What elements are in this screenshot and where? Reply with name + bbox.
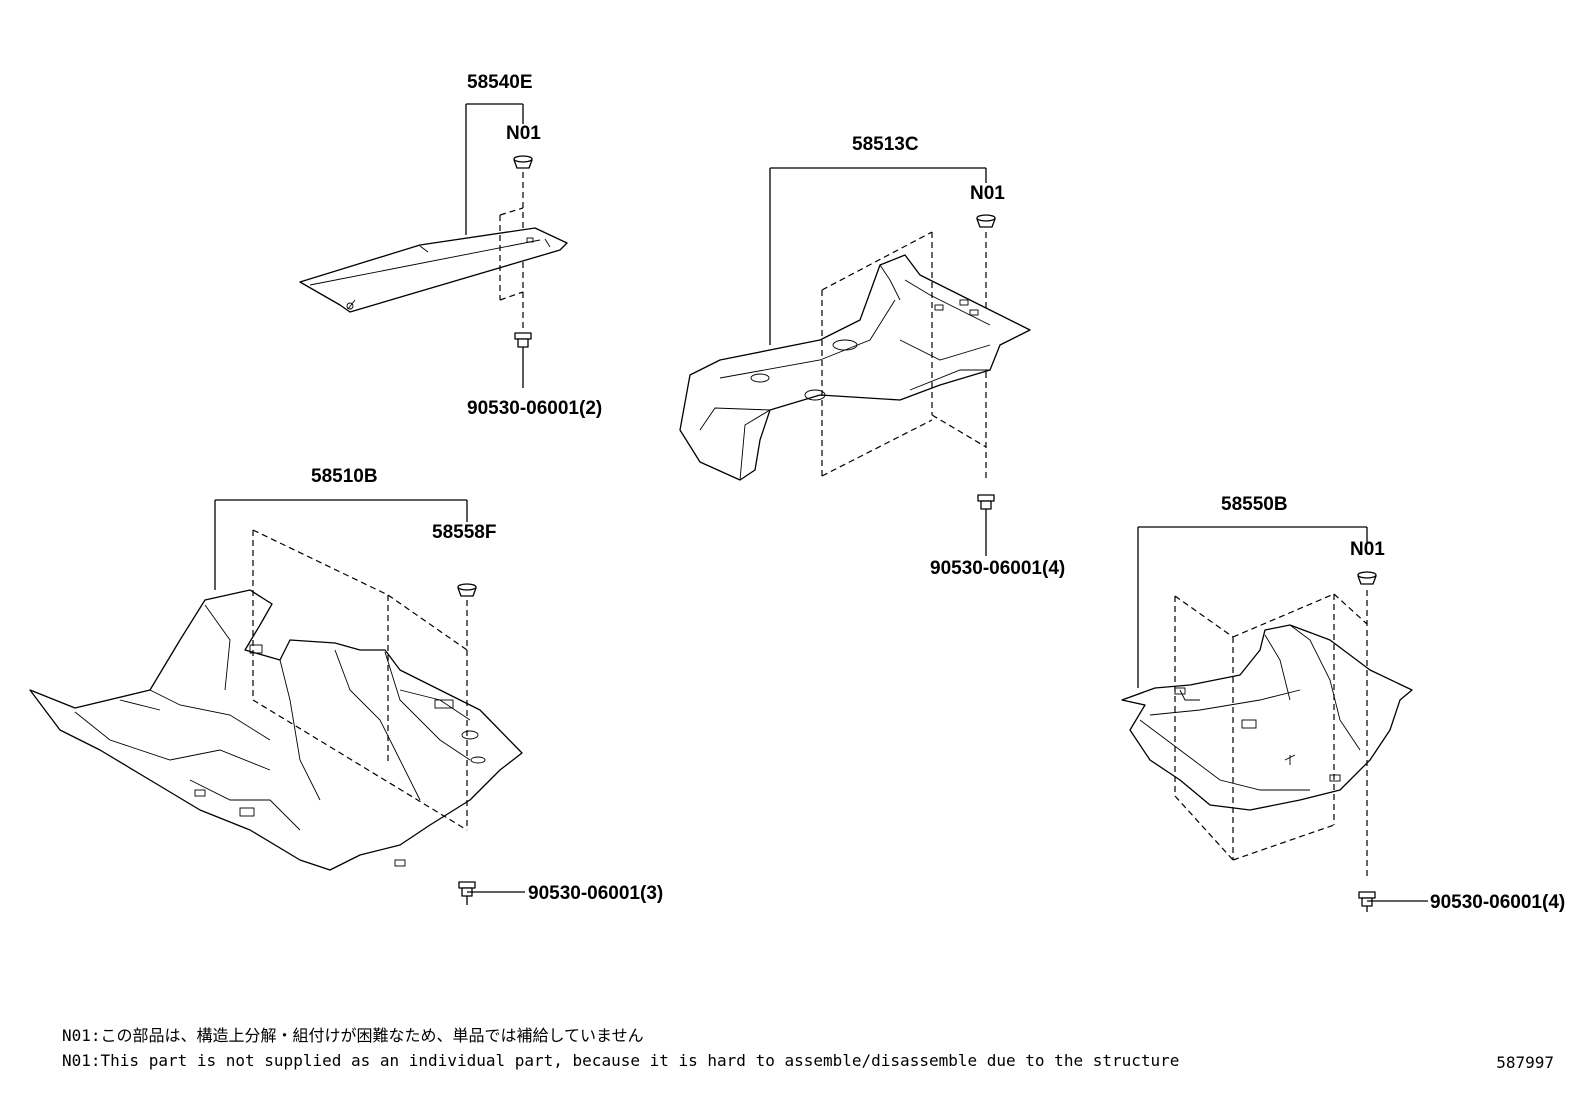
label-n01-a[interactable]: N01 bbox=[506, 123, 541, 144]
group-58550b: 58550B N01 90530-06001(4) bbox=[1121, 494, 1565, 913]
catalog-number: 587997 bbox=[1496, 1053, 1554, 1072]
group-58510b: 58510B 58558F 90530-06001(3) bbox=[29, 466, 663, 905]
bolt-icon bbox=[1358, 891, 1428, 912]
label-58510b[interactable]: 58510B bbox=[311, 466, 378, 487]
bolt-icon bbox=[977, 494, 995, 556]
label-bolt-b[interactable]: 90530-06001(4) bbox=[930, 558, 1065, 579]
bolt-icon bbox=[514, 332, 532, 388]
heat-insulator-58550b bbox=[1121, 624, 1413, 811]
bolt-icon bbox=[458, 881, 525, 905]
clip-icon bbox=[1357, 571, 1377, 585]
clip-icon bbox=[976, 214, 996, 228]
group-58513c: 58513C N01 90530-06001(4) bbox=[679, 134, 1065, 579]
label-58550b[interactable]: 58550B bbox=[1221, 494, 1288, 515]
label-n01-b[interactable]: N01 bbox=[970, 183, 1005, 204]
footnote-english: N01:This part is not supplied as an indi… bbox=[62, 1051, 1180, 1070]
label-bolt-c[interactable]: 90530-06001(3) bbox=[528, 883, 663, 904]
clip-icon bbox=[513, 155, 533, 169]
clip-icon bbox=[457, 583, 477, 597]
label-58513c[interactable]: 58513C bbox=[852, 134, 919, 155]
heat-insulator-58513c bbox=[679, 254, 1031, 481]
heat-insulator-58540e bbox=[299, 227, 568, 313]
label-bolt-d[interactable]: 90530-06001(4) bbox=[1430, 892, 1565, 913]
footnote-japanese: N01:この部品は、構造上分解・組付けが困難なため、単品では補給していません bbox=[62, 1026, 644, 1045]
label-58540e[interactable]: 58540E bbox=[467, 72, 533, 93]
label-bolt-a[interactable]: 90530-06001(2) bbox=[467, 398, 602, 419]
heat-insulator-58510b bbox=[29, 589, 523, 871]
group-58540e: 58540E N01 90530-06001(2) bbox=[299, 72, 602, 419]
label-n01-d[interactable]: N01 bbox=[1350, 539, 1385, 560]
label-58558f[interactable]: 58558F bbox=[432, 522, 496, 543]
